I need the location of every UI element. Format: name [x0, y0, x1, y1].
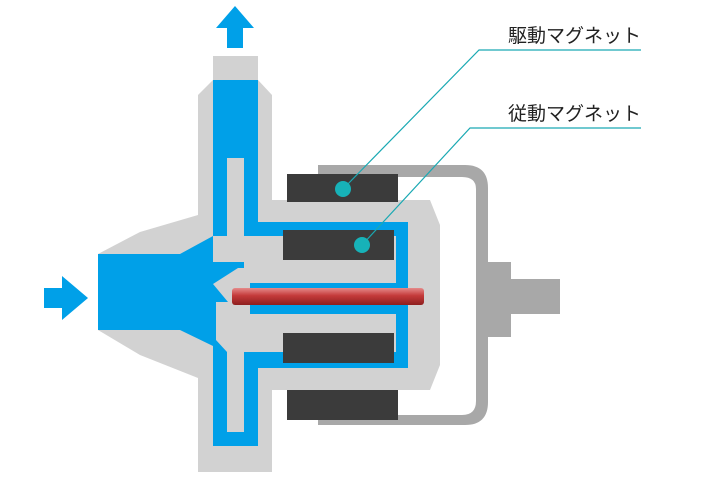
motor-bracket [318, 165, 560, 425]
drive-magnet-bottom [287, 390, 398, 420]
motor-shaft [505, 279, 560, 314]
drive-magnet-label: 駆動マグネット [508, 25, 641, 47]
driven-magnet-label: 従動マグネット [508, 103, 641, 125]
driven-magnet-top [283, 230, 394, 260]
callout-leaders [342, 49, 641, 246]
outlet-arrow-icon [216, 6, 254, 48]
pump-shaft [232, 288, 424, 305]
driven-magnet-bottom [283, 333, 394, 363]
inlet-arrow-icon [44, 276, 88, 320]
drive-magnet-marker [335, 181, 351, 197]
driven-magnets [283, 230, 394, 363]
driven-magnet-marker [354, 237, 370, 253]
